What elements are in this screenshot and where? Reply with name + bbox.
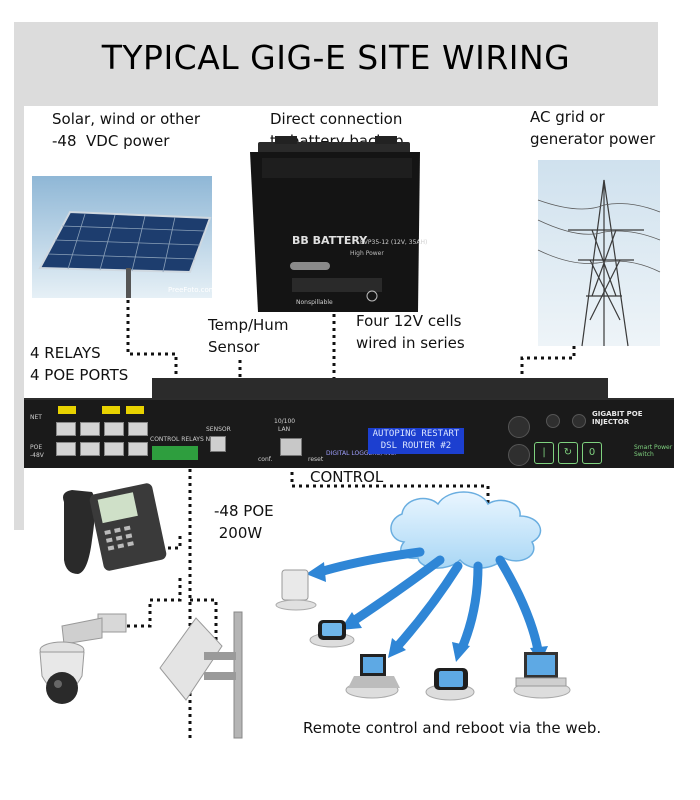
product-name: GIGABIT POE INJECTOR bbox=[592, 410, 643, 426]
ethernet-port[interactable] bbox=[104, 422, 124, 436]
title-band bbox=[14, 22, 658, 106]
solar-panel-image: PreeFoto.com bbox=[32, 176, 216, 298]
port-led-1 bbox=[58, 406, 76, 414]
ethernet-port[interactable] bbox=[80, 442, 100, 456]
server-icon bbox=[275, 569, 317, 611]
poe-label: -48 POE 200W bbox=[214, 502, 274, 542]
security-camera-image bbox=[39, 613, 127, 704]
sensor-label: SENSOR bbox=[206, 426, 231, 433]
solar-power-label: Solar, wind or other -48 VDC power bbox=[52, 110, 201, 150]
smartphone-icon bbox=[425, 668, 475, 701]
four-cells-label: Four 12V cells wired in series bbox=[356, 312, 465, 352]
up-button[interactable] bbox=[508, 416, 530, 438]
battery-sub: High Power bbox=[350, 250, 384, 257]
battery-image: BB BATTERY EVP35-12 (12V, 35AH) High Pow… bbox=[250, 136, 427, 312]
brand-label: Smart Power Switch bbox=[634, 444, 673, 458]
ac-grid-label: AC grid or generator power bbox=[530, 108, 656, 148]
ethernet-port[interactable] bbox=[56, 442, 76, 456]
menu-button[interactable] bbox=[546, 414, 560, 428]
ip-phone-image bbox=[63, 483, 167, 574]
desktop-computer-icon bbox=[513, 652, 571, 699]
lcd-line-1: AUTOPING RESTART bbox=[372, 429, 460, 439]
port-led-3 bbox=[126, 406, 144, 414]
ethernet-port[interactable] bbox=[128, 422, 148, 436]
left-edge-band bbox=[14, 106, 24, 530]
down-button[interactable] bbox=[508, 444, 530, 466]
power-tower-image bbox=[537, 160, 661, 347]
ethernet-port[interactable] bbox=[128, 442, 148, 456]
battery-brand: BB BATTERY bbox=[292, 234, 368, 247]
control-label: CONTROL bbox=[310, 468, 384, 486]
conf-label: conf. bbox=[258, 456, 273, 463]
reset-label[interactable]: reset bbox=[308, 456, 324, 463]
port-led-2 bbox=[102, 406, 120, 414]
ethernet-port[interactable] bbox=[56, 422, 76, 436]
network-arrows bbox=[315, 547, 543, 655]
battery-model: EVP35-12 (12V, 35AH) bbox=[360, 239, 427, 246]
battery-nonspill: Nonspillable bbox=[296, 299, 333, 306]
ethernet-port[interactable] bbox=[104, 442, 124, 456]
sensor-port[interactable] bbox=[210, 436, 226, 452]
control-relays-label: CONTROL RELAYS N.O. bbox=[150, 436, 219, 443]
maker-label: DIGITAL LOGGERS, INC. bbox=[326, 450, 397, 457]
wireless-antenna-image bbox=[159, 611, 243, 739]
select-button[interactable] bbox=[572, 414, 586, 428]
off-button[interactable]: 0 bbox=[582, 442, 602, 464]
lan-speed-label: 10/100 bbox=[274, 418, 296, 425]
device-chassis-top bbox=[152, 378, 608, 400]
remote-control-caption: Remote control and reboot via the web. bbox=[303, 719, 602, 737]
gigabit-poe-injector-panel: NET POE -48V CONTROL RELAYS N.O. SENSOR … bbox=[24, 398, 674, 468]
relay-terminal-block[interactable] bbox=[152, 446, 198, 460]
lcd-line-2: DSL ROUTER #2 bbox=[380, 441, 452, 451]
poe-voltage-label: -48V bbox=[30, 452, 44, 459]
ethernet-port[interactable] bbox=[80, 422, 100, 436]
laptop-icon bbox=[345, 654, 400, 699]
lcd-display: AUTOPING RESTART DSL ROUTER #2 bbox=[368, 428, 464, 454]
diagram-title: TYPICAL GIG-E SITE WIRING bbox=[101, 38, 571, 77]
power-button[interactable]: | bbox=[534, 442, 554, 464]
lan-port[interactable] bbox=[280, 438, 302, 456]
temp-hum-sensor-label: Temp/Hum Sensor bbox=[208, 316, 289, 356]
poe-port-label: POE bbox=[30, 444, 43, 451]
photo-credit: PreeFoto.com bbox=[168, 286, 216, 294]
lan-label: LAN bbox=[278, 426, 291, 433]
phone-device-icon bbox=[309, 620, 355, 648]
net-label: NET bbox=[30, 414, 42, 421]
relays-ports-label: 4 RELAYS 4 POE PORTS bbox=[30, 344, 129, 384]
cycle-button[interactable]: ↻ bbox=[558, 442, 578, 464]
